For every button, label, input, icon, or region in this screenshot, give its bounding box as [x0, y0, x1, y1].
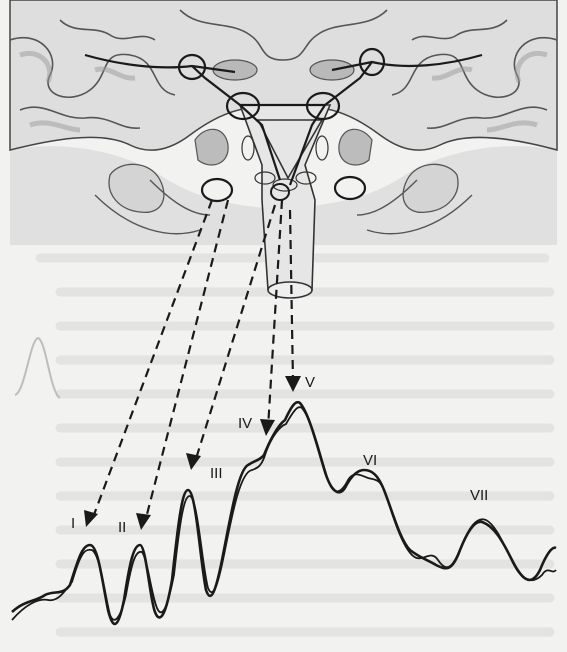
peak-label-vi: VI [363, 452, 377, 469]
peak-label-vii: VII [470, 487, 488, 504]
station-ic-left [202, 179, 232, 201]
peak-label-iii: III [210, 465, 223, 482]
background-text-shadow [40, 258, 550, 632]
brain-section [10, 0, 557, 298]
thalamus-right [339, 129, 372, 165]
small-nucleus-1 [242, 136, 254, 160]
small-nucleus-2 [316, 136, 328, 160]
station-ic-right [335, 177, 365, 199]
spinal-cord-section [268, 282, 312, 298]
thalamus-left [195, 129, 228, 165]
peak-label-i: I [71, 515, 75, 532]
peak-label-ii: II [118, 519, 126, 536]
faint-wave-icon [15, 338, 60, 398]
peak-label-v: V [305, 374, 315, 391]
peak-label-iv: IV [238, 415, 252, 432]
